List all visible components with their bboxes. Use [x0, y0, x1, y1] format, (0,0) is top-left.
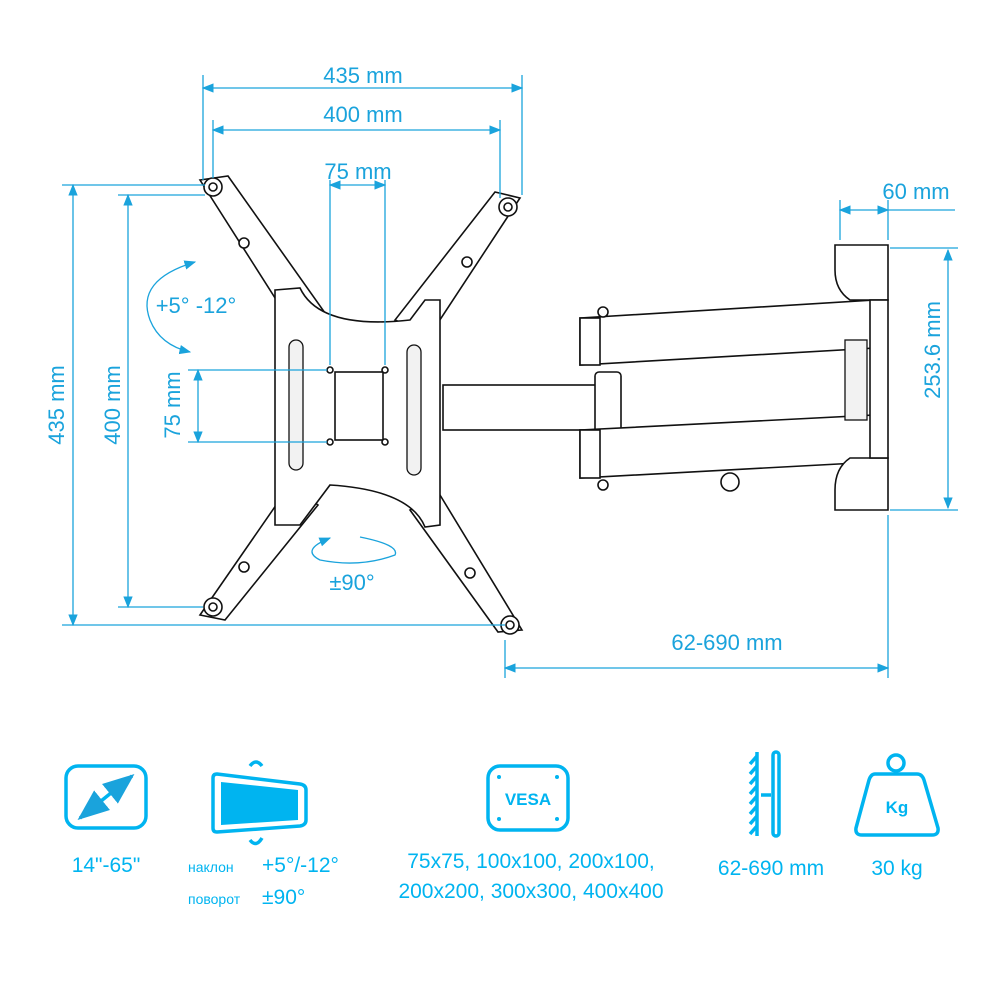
- wall-plate: [834, 244, 889, 511]
- screen-size-icon: [64, 764, 148, 830]
- extension-value: 62-690 mm: [718, 857, 824, 880]
- rotate-label: поворот: [188, 891, 241, 907]
- dim-tilt: +5° -12°: [156, 293, 237, 318]
- vesa-sizes-line1: 75x75, 100x100, 200x100,: [407, 850, 655, 873]
- dim-vesa-min-width: 75 mm: [324, 159, 391, 184]
- vesa-icon: VESA: [486, 764, 570, 832]
- dim-vesa-max-width: 400 mm: [323, 102, 402, 127]
- weight-value: 30 kg: [871, 857, 922, 880]
- dim-wall-plate-depth: 60 mm: [882, 179, 949, 204]
- dim-wall-plate-height: 253.6 mm: [920, 301, 945, 399]
- tilt-value: +5°/-12°: [262, 854, 339, 877]
- dim-vesa-min-height: 75 mm: [160, 371, 185, 438]
- dim-vesa-max-height: 400 mm: [100, 365, 125, 444]
- articulating-arm: [442, 299, 876, 492]
- tilt-label: наклон: [188, 859, 234, 875]
- tv-bracket-x-plate: [198, 175, 524, 635]
- dim-total-height: 435 mm: [44, 365, 69, 444]
- dim-total-width: 435 mm: [323, 63, 402, 88]
- screen-size-value: 14"-65": [72, 854, 141, 877]
- weight-badge: Kg: [886, 798, 909, 817]
- dimension-lines: [62, 75, 958, 678]
- dim-extension: 62-690 mm: [671, 630, 782, 655]
- tilt-icon: [211, 760, 308, 846]
- rotate-value: ±90°: [262, 886, 305, 909]
- dim-rotation: ±90°: [329, 570, 374, 595]
- vesa-badge: VESA: [505, 790, 551, 809]
- weight-icon: Kg: [854, 753, 940, 837]
- vesa-sizes-line2: 200x200, 300x300, 400x400: [398, 880, 663, 903]
- wall-distance-icon: [748, 750, 781, 838]
